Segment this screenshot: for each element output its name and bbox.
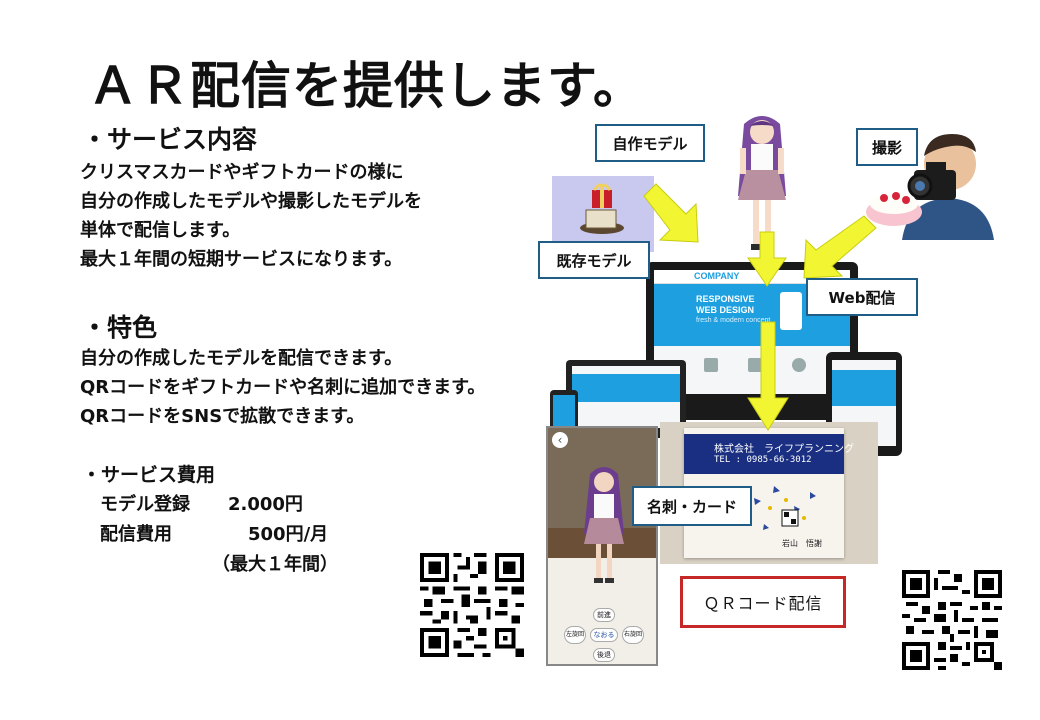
label-existing-model: 既存モデル bbox=[538, 241, 650, 279]
service-line-4: 最大１年間の短期サービスになります。 bbox=[80, 249, 403, 270]
ar-forward-button[interactable]: 前進 bbox=[593, 608, 615, 622]
arrow-photo-icon bbox=[803, 215, 877, 279]
label-business-card: 名刺・カード bbox=[632, 486, 752, 526]
page-title: ＡＲ配信を提供します。 bbox=[88, 57, 644, 115]
qr-code-left-icon[interactable] bbox=[420, 553, 524, 657]
custom-model-illustration bbox=[722, 110, 802, 260]
label-custom-model: 自作モデル bbox=[595, 124, 705, 162]
fee-note: （最大１年間） bbox=[212, 554, 338, 575]
card-company-text: 株式会社 ライフプランニング bbox=[714, 444, 854, 455]
ar-back-button[interactable]: 後退 bbox=[593, 648, 615, 662]
label-photo: 撮影 bbox=[856, 128, 918, 166]
card-name-text: 岩山 悟謝 bbox=[782, 539, 822, 548]
feature-line-3: QRコードをSNSで拡散できます。 bbox=[80, 406, 365, 427]
photographer-illustration bbox=[862, 124, 996, 240]
features-heading: ・特色 bbox=[82, 313, 158, 342]
fee-label-registration: モデル登録 bbox=[100, 494, 190, 515]
back-arrow-icon[interactable]: ‹ bbox=[552, 432, 568, 448]
screen-company-text: COMPANY bbox=[694, 271, 740, 281]
feature-line-2: QRコードをギフトカードや名刺に追加できます。 bbox=[80, 377, 486, 398]
laptop-illustration bbox=[566, 360, 686, 438]
ar-right-button[interactable]: 右旋回 bbox=[622, 626, 644, 644]
service-line-2: 自分の作成したモデルや撮影したモデルを bbox=[80, 191, 422, 212]
qr-code-right-icon[interactable] bbox=[902, 570, 1002, 670]
feature-line-1: 自分の作成したモデルを配信できます。 bbox=[80, 348, 403, 369]
ar-reset-button[interactable]: なおる bbox=[590, 628, 618, 642]
arrow-center-top-icon bbox=[747, 231, 787, 287]
fee-label-delivery: 配信費用 bbox=[100, 524, 172, 545]
fee-value-registration: 2.000円 bbox=[228, 494, 303, 515]
service-line-3: 単体で配信します。 bbox=[80, 220, 241, 241]
screen-headline-2: WEB DESIGN bbox=[696, 305, 755, 315]
arrow-custom-model-icon bbox=[643, 183, 699, 243]
arrow-center-down-icon bbox=[747, 321, 789, 431]
service-line-1: クリスマスカードやギフトカードの様に bbox=[80, 162, 404, 183]
fee-value-delivery: 500円/月 bbox=[248, 524, 329, 545]
ar-phone-screen: ‹ 前進 左旋回 なおる 右旋回 後退 bbox=[546, 426, 658, 666]
label-web-delivery: Web配信 bbox=[806, 278, 918, 316]
screen-tagline: fresh & modern concept bbox=[696, 317, 771, 324]
ar-left-button[interactable]: 左旋回 bbox=[564, 626, 586, 644]
label-qr-delivery: ＱＲコード配信 bbox=[680, 576, 846, 628]
fees-heading: ・サービス費用 bbox=[82, 464, 216, 486]
card-tel-text: TEL : 0985-66-3012 bbox=[714, 455, 812, 465]
service-heading: ・サービス内容 bbox=[82, 125, 258, 154]
screen-headline-1: RESPONSIVE bbox=[696, 294, 755, 304]
existing-model-photo bbox=[552, 176, 654, 252]
